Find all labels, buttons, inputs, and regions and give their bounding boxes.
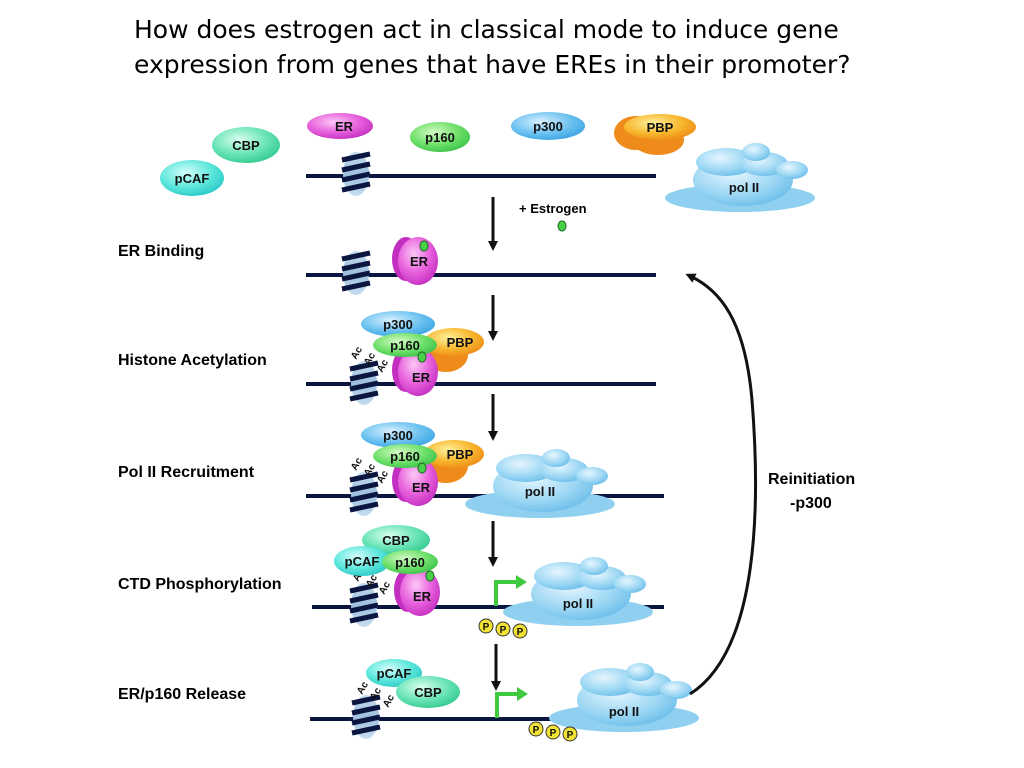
er-protein: ER (392, 348, 438, 396)
phosphate-label: P (500, 625, 507, 636)
phosphate-group: P (545, 724, 561, 740)
er-label: ER (335, 119, 354, 134)
p160-protein: p160 (373, 333, 437, 357)
nucleosome (342, 152, 370, 196)
er-protein: ER (307, 113, 373, 139)
p300-label: p300 (383, 317, 413, 332)
row-unbound: CBP pCAF ER p160 p300 PBP pol II (160, 112, 815, 212)
slide-title: How does estrogen act in classical mode … (134, 12, 934, 82)
pbp-label: PBP (447, 335, 474, 350)
pbp-label: PBP (647, 120, 674, 135)
pol2-complex: pol II (465, 449, 615, 518)
row-release: ER/p160 Release pol II Ac Ac Ac pCAF CBP… (118, 659, 699, 742)
phosphate-group: P (528, 721, 544, 737)
p160-label: p160 (395, 555, 425, 570)
er-label: ER (413, 589, 432, 604)
step-label-ctd-phosphorylation: CTD Phosphorylation (118, 576, 282, 593)
pol2-label: pol II (609, 704, 639, 719)
title-line-1: How does estrogen act in classical mode … (134, 15, 839, 44)
reinitiation-label: Reinitiation (768, 471, 855, 488)
estrogen-molecule (417, 351, 427, 363)
promoter-arrowhead (517, 687, 528, 701)
pol2-complex: pol II (549, 663, 699, 732)
step-label-pol2-recruitment: Pol II Recruitment (118, 464, 255, 481)
phosphate-label: P (567, 730, 574, 741)
p300-label: p300 (533, 119, 563, 134)
reinitiation-sublabel: -p300 (790, 495, 832, 512)
estrogen-molecule (417, 462, 427, 474)
cbp-protein: CBP (362, 525, 430, 555)
phosphate-group: P (495, 621, 511, 637)
phosphate-label: P (533, 725, 540, 736)
pcaf-protein: pCAF (334, 546, 390, 576)
phosphate-label: P (517, 627, 524, 638)
promoter-arrow (495, 692, 519, 718)
er-protein: ER (392, 237, 438, 285)
nucleosome (350, 472, 378, 516)
title-line-2: expression from genes that have EREs in … (134, 50, 851, 79)
er-label: ER (412, 480, 431, 495)
row-histone-acetylation: Histone Acetylation Ac Ac Ac PBP p300 ER… (118, 311, 656, 405)
cbp-protein: CBP (396, 676, 460, 708)
acetyl-mark: Ac (381, 693, 397, 710)
phosphate-group: P (512, 623, 528, 639)
nucleosome (342, 251, 370, 295)
pol2-label: pol II (525, 484, 555, 499)
cbp-label: CBP (232, 138, 260, 153)
p300-protein: p300 (511, 112, 585, 140)
step-label-er-binding: ER Binding (118, 243, 204, 260)
pbp-protein: PBP (614, 114, 696, 155)
pbp-label: PBP (447, 447, 474, 462)
row-er-binding: ER Binding ER (118, 237, 656, 295)
cbp-protein: CBP (212, 127, 280, 163)
phosphate-group: P (478, 618, 494, 634)
phosphate-label: P (483, 622, 490, 633)
er-protein: ER (392, 458, 438, 506)
pol2-complex: pol II (665, 143, 815, 212)
reinitiation-arrow (685, 273, 758, 696)
estrogen-molecule (425, 570, 435, 582)
row-ctd-phosphorylation: CTD Phosphorylation pol II Ac Ac Ac CBP … (118, 525, 664, 639)
nucleosome (350, 583, 378, 627)
row-pol2-recruitment: Pol II Recruitment pol II Ac Ac Ac PBP p… (118, 422, 664, 518)
acetyl-mark: Ac (377, 580, 393, 597)
pol2-label: pol II (729, 180, 759, 195)
promoter-arrow (494, 580, 518, 606)
step-label-histone-acetylation: Histone Acetylation (118, 352, 267, 369)
nucleosome (350, 361, 378, 405)
step-label-release: ER/p160 Release (118, 686, 246, 703)
p160-label: p160 (390, 338, 420, 353)
pcaf-label: pCAF (345, 554, 380, 569)
pcaf-label: pCAF (377, 666, 412, 681)
p160-protein: p160 (373, 444, 437, 468)
pol2-label: pol II (563, 596, 593, 611)
pcaf-label: pCAF (175, 171, 210, 186)
p160-label: p160 (425, 130, 455, 145)
p160-protein: p160 (382, 550, 438, 574)
er-label: ER (412, 370, 431, 385)
p160-label: p160 (390, 449, 420, 464)
promoter-arrowhead (516, 575, 527, 589)
p300-protein: p300 (361, 311, 435, 337)
p300-label: p300 (383, 428, 413, 443)
phosphate-label: P (550, 728, 557, 739)
pcaf-protein: pCAF (160, 160, 224, 196)
pol2-complex: pol II (503, 557, 653, 626)
cbp-label: CBP (414, 685, 442, 700)
estrogen-label: + Estrogen (519, 201, 587, 216)
estrogen-molecule (557, 220, 567, 232)
er-label: ER (410, 254, 429, 269)
phosphate-group: P (562, 726, 578, 742)
cbp-label: CBP (382, 533, 410, 548)
p160-protein: p160 (410, 122, 470, 152)
p300-protein: p300 (361, 422, 435, 448)
